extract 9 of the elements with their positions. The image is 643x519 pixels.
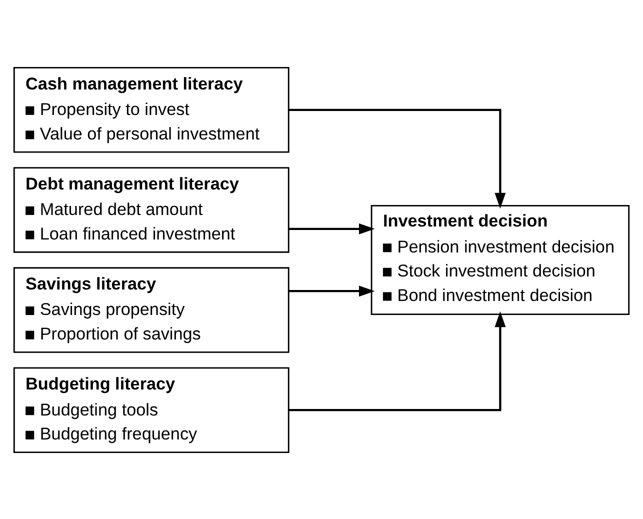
node-box: Cash management literacy Propensity to invest Value of personal investment: [13, 66, 290, 152]
arrow: [288, 108, 506, 208]
node-box: Savings literacy Savings propensity Proportion of savings: [13, 266, 290, 352]
arrow: [288, 310, 506, 411]
arrow: [288, 285, 375, 296]
node-box: Investment decision Pension investment decision Stock investment decision Bond investment decision: [370, 204, 630, 315]
node-box: Budgeting literacy Budgeting tools Budgeting frequency: [13, 366, 290, 452]
node-box: Debt management literacy Matured debt amount Loan financed investment: [13, 166, 290, 252]
arrow: [288, 222, 375, 234]
